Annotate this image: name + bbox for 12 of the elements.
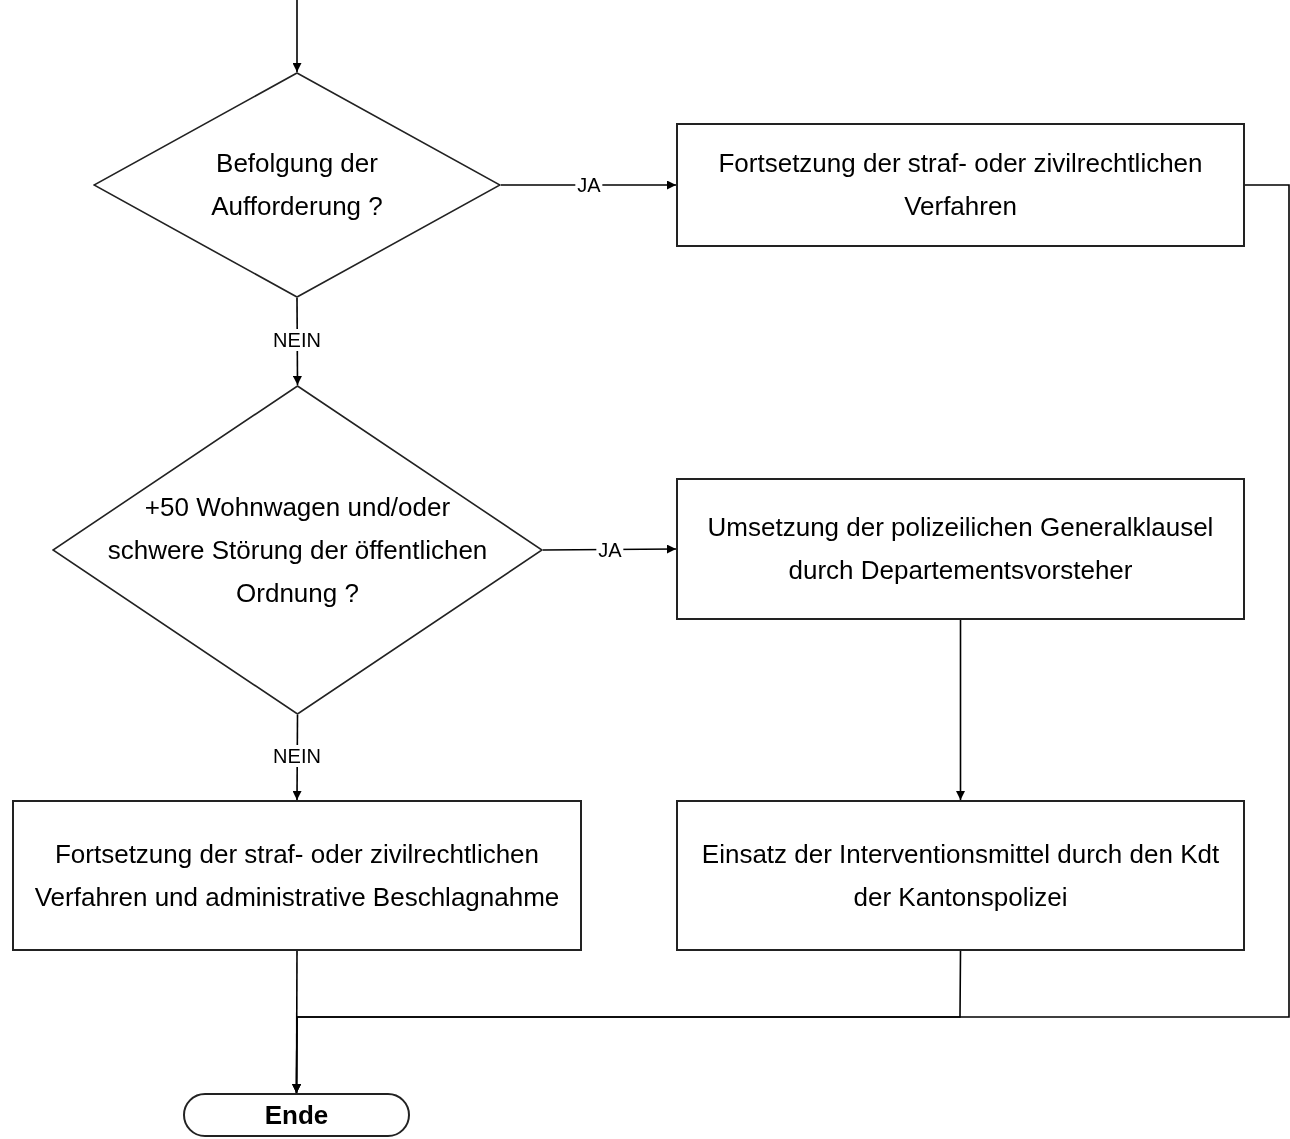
process-box: Einsatz der Interventionsmittel durch den Kdt der Kantonspolizei bbox=[676, 800, 1245, 951]
arrow bbox=[956, 619, 965, 801]
terminal-box: Ende bbox=[183, 1093, 410, 1137]
decision-text: Befolgung der Aufforderung ? bbox=[210, 147, 384, 223]
process-box: Fortsetzung der straf- oder zivilrechtlichen Verfahren bbox=[676, 123, 1245, 247]
process-box: Umsetzung der polizeilichen Generalklausel durch Departementsvorsteher bbox=[676, 478, 1245, 620]
edge-label: NEIN bbox=[271, 329, 323, 351]
arrow bbox=[292, 0, 302, 73]
arrow bbox=[292, 184, 1290, 1094]
edge-label: NEIN bbox=[271, 745, 323, 767]
process-box: Fortsetzung der straf- oder zivilrechtlichen Verfahren und administrative Beschlagnahme bbox=[12, 800, 582, 951]
decision-text: +50 Wohnwagen und/oder schwere Störung der öffentlichen Ordnung ? bbox=[106, 490, 489, 610]
